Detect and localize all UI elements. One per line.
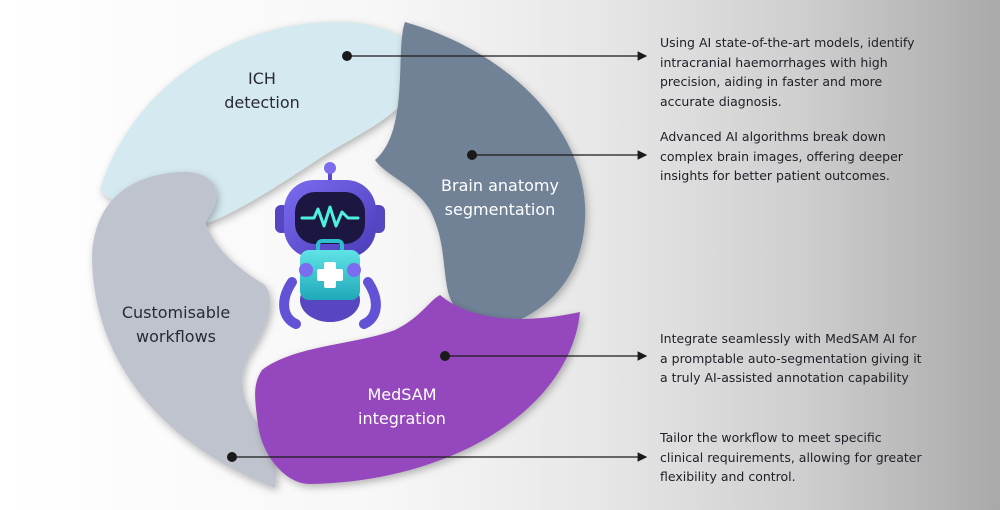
description-line: Integrate seamlessly with MedSAM AI for	[660, 331, 917, 346]
description-line: a truly AI-assisted annotation capabilit…	[660, 370, 909, 385]
description-ich: Using AI state-of-the-art models, identi…	[660, 33, 960, 111]
description-line: intracranial haemorrhages with high	[660, 54, 888, 70]
segment-workflows	[92, 171, 277, 489]
segment-label-line: MedSAM	[367, 385, 436, 404]
segment-anatomy	[375, 22, 586, 328]
description-line: clinical requirements, allowing for grea…	[660, 449, 922, 465]
robot-medical-kit-icon	[275, 162, 385, 329]
description-medsam: Integrate seamlessly with MedSAM AI for …	[660, 329, 960, 388]
description-line: insights for better patient outcomes.	[660, 168, 890, 183]
segment-label-line: workflows	[136, 327, 216, 346]
segment-label-line: segmentation	[445, 200, 556, 219]
label-ich: ICH detection	[224, 69, 300, 112]
connectors	[227, 51, 648, 462]
description-line: a promptable auto-segmentation giving it	[660, 350, 922, 366]
segment-medsam	[255, 295, 581, 484]
label-workflows: Customisable workflows	[122, 303, 230, 346]
segment-label-line: ICH	[248, 69, 276, 88]
segment-label-line: integration	[358, 409, 446, 428]
label-medsam: MedSAM integration	[358, 385, 446, 428]
description-workflows: Tailor the workflow to meet specific cli…	[660, 428, 960, 487]
segment-label-line: Brain anatomy	[441, 176, 559, 195]
label-anatomy: Brain anatomy segmentation	[441, 176, 559, 219]
description-line: flexibility and control.	[660, 469, 796, 484]
description-line: Tailor the workflow to meet specific	[660, 430, 882, 445]
description-line: Using AI state-of-the-art models, identi…	[660, 35, 915, 50]
description-line: accurate diagnosis.	[660, 93, 782, 109]
description-line: Advanced AI algorithms break down	[660, 129, 886, 144]
description-line: precision, aiding in faster and more	[660, 74, 883, 89]
description-line: complex brain images, offering deeper	[660, 148, 903, 164]
segment-label-line: detection	[224, 93, 300, 112]
segment-label-line: Customisable	[122, 303, 230, 322]
description-anatomy: Advanced AI algorithms break down comple…	[660, 127, 960, 186]
